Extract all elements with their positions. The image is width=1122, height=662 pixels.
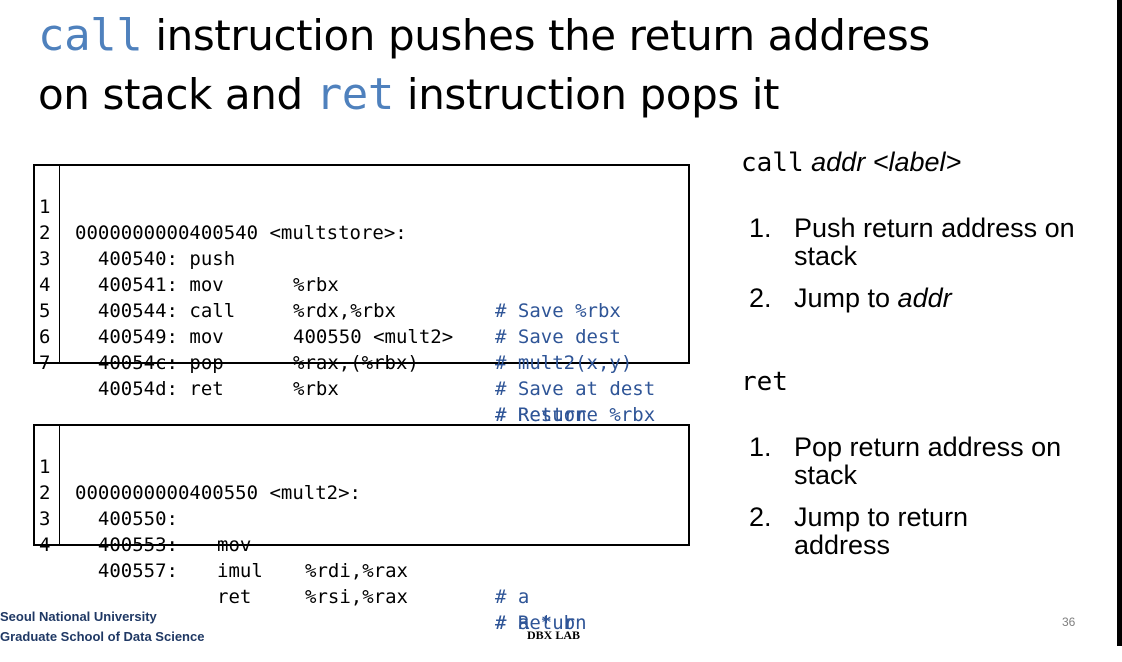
step-text-addr: addr [897, 283, 952, 313]
line-number: 5 [39, 300, 51, 322]
code-addr-op: 40054c: pop [75, 352, 224, 374]
code-args: %rdi,%rax [305, 560, 408, 582]
code-line: 3 400553: imul %rsi,%rax # a * b [35, 480, 575, 634]
code-label: 0000000000400550 <mult2>: [75, 482, 361, 504]
code-addr: 400557: [75, 560, 178, 582]
code-comment: # Save dest [495, 326, 621, 348]
school-name: Graduate School of Data Science [0, 629, 205, 644]
title-text-2: on stack and [38, 70, 316, 119]
call-syntax: call addr <label> [741, 148, 961, 177]
code-op: imul [217, 560, 263, 582]
title-text-1: instruction pushes the return address [142, 11, 930, 60]
step-text: Push return address on stack [794, 213, 1075, 271]
title-text-3: instruction pops it [393, 70, 780, 119]
code-op: mov [217, 534, 252, 556]
line-number: 4 [39, 274, 51, 296]
call-addr: addr [811, 147, 866, 177]
line-number: 3 [39, 508, 51, 530]
title-code-ret: ret [315, 69, 395, 120]
line-number-gutter [35, 426, 60, 544]
code-args: %rsi,%rax [305, 586, 408, 608]
code-comment: # Save at dest [495, 378, 656, 400]
ret-keyword: ret [741, 367, 788, 397]
code-line: 5 400549: mov %rax,(%rbx) # Save at dest [35, 272, 655, 400]
step-number: 1. [749, 213, 772, 243]
line-number: 1 [39, 456, 51, 478]
code-args: %rax,(%rbx) [293, 352, 419, 374]
code-comment: # mult2(x,y) [495, 352, 633, 374]
code-comment: # Return [495, 404, 587, 426]
code-addr: 400550: [75, 508, 178, 530]
slide-title: call instruction pushes the return addre… [38, 6, 1098, 124]
code-comment: # a [495, 586, 530, 608]
code-line: 1 0000000000400550 <mult2>: [35, 428, 361, 504]
line-number: 3 [39, 248, 51, 270]
step-number: 2. [749, 502, 772, 532]
code-line: 3 400541: mov %rdx,%rbx # Save dest [35, 220, 621, 348]
code-addr: 400553: [75, 534, 178, 556]
code-args: %rbx [293, 274, 339, 296]
code-addr-op: 40054d: ret [75, 378, 224, 400]
code-line: 4 400544: call 400550 <mult2> # mult2(x,… [35, 246, 632, 374]
code-op: ret [217, 586, 252, 608]
line-number: 6 [39, 326, 51, 348]
code-addr-op: 400540: push [75, 248, 236, 270]
code-args: 400550 <mult2> [293, 326, 454, 348]
code-addr-op: 400544: call [75, 300, 236, 322]
title-code-call: call [38, 10, 143, 61]
code-addr-op: 400541: mov [75, 274, 224, 296]
step-number: 1. [749, 432, 772, 462]
code-listing-mult2: 1 0000000000400550 <mult2>: 2 400550: mo… [33, 424, 690, 634]
code-args: %rdx,%rbx [293, 300, 396, 322]
code-comment: # Return [495, 612, 587, 634]
line-number: 4 [39, 534, 51, 556]
code-comment: # Restore %rbx [495, 404, 656, 426]
university-name: Seoul National University [0, 609, 157, 624]
line-number: 2 [39, 222, 51, 244]
page-number: 36 [1062, 615, 1076, 629]
step-text: Jump to return address [794, 502, 969, 560]
code-line: 6 40054c: pop %rbx # Restore %rbx [35, 298, 655, 426]
code-line: 2 400550: mov %rdi,%rax # a [35, 454, 529, 608]
ret-syntax: ret [741, 367, 788, 396]
step-text: Pop return address on stack [794, 432, 1062, 490]
code-comment: # Save %rbx [495, 300, 621, 322]
line-number: 1 [39, 196, 51, 218]
code-line: 2 400540: push %rbx # Save %rbx [35, 194, 621, 322]
call-label: <label> [872, 147, 962, 177]
line-number-gutter [35, 166, 60, 362]
lab-name: DBX LAB [527, 628, 581, 642]
step-number: 2. [749, 283, 772, 313]
code-label: 0000000000400540 <multstore>: [75, 222, 407, 244]
code-addr-op: 400549: mov [75, 326, 224, 348]
step-text-prefix: Jump to [794, 283, 898, 313]
step-text: Jump to addr [794, 284, 1114, 312]
code-comment: # a * b [495, 612, 576, 634]
code-listing-multstore: 1 0000000000400540 <multstore>: 2 400540… [33, 164, 690, 426]
code-line: 1 0000000000400540 <multstore>: [35, 168, 407, 244]
code-line: 7 40054d: ret # Return [35, 324, 587, 426]
code-args: %rbx [293, 378, 339, 400]
code-line: 4 400557: ret # Return [35, 506, 587, 634]
university-logo-text: Seoul National University Graduate Schoo… [0, 607, 204, 647]
call-keyword: call [741, 148, 804, 178]
line-number: 7 [39, 352, 51, 374]
slide-right-border [1117, 0, 1122, 646]
line-number: 2 [39, 482, 51, 504]
